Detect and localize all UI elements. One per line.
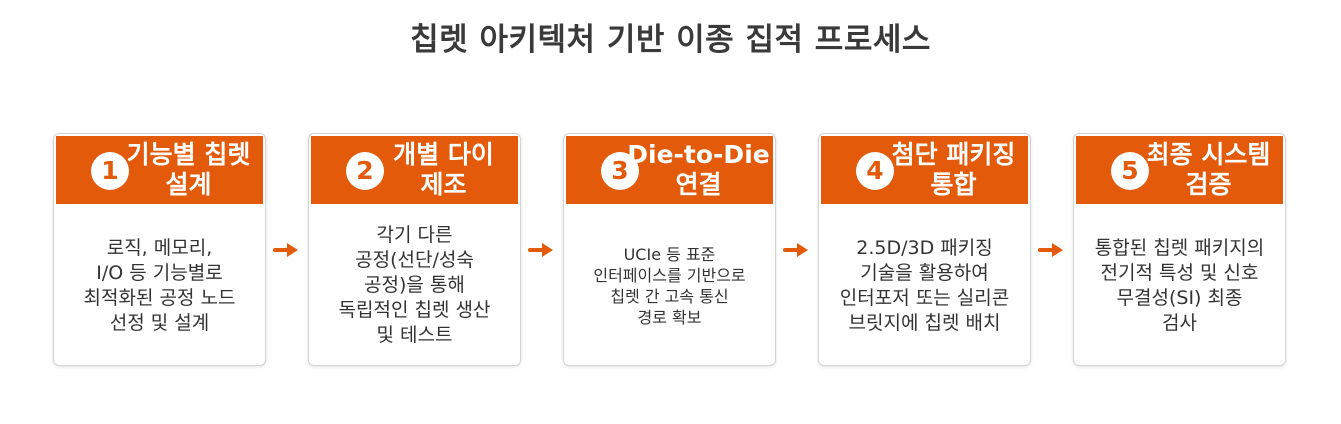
- step-card-5: 5 최종 시스템 검증 통합된 칩렛 패키지의 전기적 특성 및 신호 무결성(…: [1073, 133, 1286, 366]
- step-title-line: 제조: [420, 170, 467, 199]
- arrow-right-icon: [528, 243, 553, 257]
- step-card-2: 2 개별 다이 제조 각기 다른 공정(선단/성숙 공정)을 통해 독립적인 칩…: [308, 133, 521, 366]
- arrow-right-icon: [783, 243, 808, 257]
- step-title-line: 검증: [1185, 170, 1232, 199]
- step-title: 개별 다이 제조: [371, 140, 516, 200]
- step-description: 로직, 메모리, I/O 등 기능별로 최적화된 공정 노드 선정 및 설계: [60, 214, 259, 357]
- step-description-line: UCIe 등 표준: [623, 244, 716, 264]
- step-title-line: 연결: [675, 170, 722, 199]
- step-description-line: 인터페이스를 기반으로: [593, 265, 746, 285]
- step-title: Die-to-Die 연결: [626, 140, 771, 200]
- step-description-line: 전기적 특성 및 신호: [1100, 261, 1259, 284]
- step-description: UCIe 등 표준 인터페이스를 기반으로 칩렛 간 고속 통신 경로 확보: [570, 214, 769, 357]
- step-description: 2.5D/3D 패키징 기술을 활용하여 인터포저 또는 실리콘 브릿지에 칩렛…: [825, 214, 1024, 357]
- step-description-line: 및 테스트: [376, 324, 453, 346]
- step-card-4: 4 첨단 패키징 통합 2.5D/3D 패키징 기술을 활용하여 인터포저 또는…: [818, 133, 1031, 366]
- step-header-5: 5 최종 시스템 검증: [1076, 136, 1283, 204]
- step-description-line: 공정)을 통해: [364, 274, 465, 296]
- step-title-line: 통합: [930, 170, 977, 199]
- step-description-line: 통합된 칩렛 패키지의: [1094, 236, 1265, 259]
- page-title: 칩렛 아키텍처 기반 이종 집적 프로세스: [410, 22, 931, 58]
- step-description-line: 인터포저 또는 실리콘: [839, 286, 1010, 309]
- step-header-3: 3 Die-to-Die 연결: [566, 136, 773, 204]
- step-title-line: Die-to-Die: [627, 140, 770, 169]
- step-description-line: 최적화된 공정 노드: [83, 286, 236, 309]
- step-description-line: 검사: [1162, 311, 1197, 334]
- step-title: 기능별 칩렛 설계: [116, 140, 261, 200]
- step-description: 통합된 칩렛 패키지의 전기적 특성 및 신호 무결성(SI) 최종 검사: [1080, 214, 1279, 357]
- step-title-line: 설계: [165, 170, 212, 199]
- arrow-right-icon: [1038, 243, 1063, 257]
- step-description: 각기 다른 공정(선단/성숙 공정)을 통해 독립적인 칩렛 생산 및 테스트: [315, 214, 514, 357]
- step-description-line: 브릿지에 칩렛 배치: [848, 311, 1001, 334]
- step-title-line: 첨단 패키징: [891, 140, 1016, 169]
- step-card-1: 1 기능별 칩렛 설계 로직, 메모리, I/O 등 기능별로 최적화된 공정 …: [53, 133, 266, 366]
- step-number-badge: 3: [601, 152, 639, 190]
- step-description-line: 각기 다른: [376, 224, 453, 246]
- step-description-line: 선정 및 설계: [109, 311, 210, 334]
- step-number-badge: 4: [856, 152, 894, 190]
- step-number-badge: 5: [1111, 152, 1149, 190]
- step-description-line: 경로 확보: [637, 307, 702, 327]
- step-header-1: 1 기능별 칩렛 설계: [56, 136, 263, 204]
- step-description-line: 공정(선단/성숙: [355, 249, 474, 271]
- step-description-line: I/O 등 기능별로: [96, 261, 223, 284]
- step-title: 최종 시스템 검증: [1136, 140, 1281, 200]
- step-header-2: 2 개별 다이 제조: [311, 136, 518, 204]
- step-number-badge: 2: [346, 152, 384, 190]
- step-card-3: 3 Die-to-Die 연결 UCIe 등 표준 인터페이스를 기반으로 칩렛…: [563, 133, 776, 366]
- step-description-line: 독립적인 칩렛 생산: [338, 299, 491, 321]
- step-description-line: 무결성(SI) 최종: [1116, 286, 1243, 309]
- step-number-badge: 1: [91, 152, 129, 190]
- step-description-line: 2.5D/3D 패키징: [856, 236, 993, 259]
- step-header-4: 4 첨단 패키징 통합: [821, 136, 1028, 204]
- step-description-line: 로직, 메모리,: [106, 236, 213, 259]
- step-title-line: 기능별 칩렛: [126, 140, 251, 169]
- step-description-line: 칩렛 간 고속 통신: [610, 286, 729, 306]
- step-description-line: 기술을 활용하여: [860, 261, 989, 284]
- step-title: 첨단 패키징 통합: [881, 140, 1026, 200]
- arrow-right-icon: [273, 243, 298, 257]
- step-title-line: 최종 시스템: [1146, 140, 1271, 169]
- step-title-line: 개별 다이: [393, 140, 494, 169]
